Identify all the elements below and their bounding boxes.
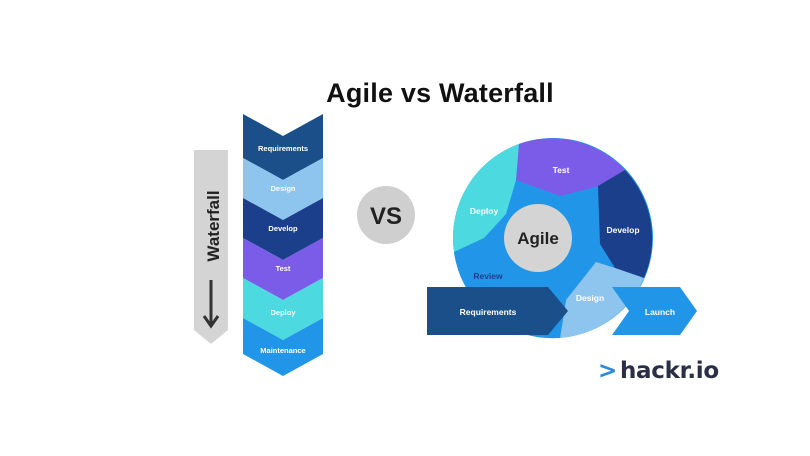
waterfall-step-label: Develop <box>268 224 298 233</box>
agile-segment-design <box>560 262 644 338</box>
page-title: Agile vs Waterfall <box>326 78 554 108</box>
agile-requirements-arrow: Requirements <box>427 287 568 335</box>
logo-name: hackr.io <box>619 358 719 384</box>
arrow-down-icon <box>202 280 220 329</box>
vs-badge: VS <box>357 186 415 244</box>
waterfall-step-label: Deploy <box>270 308 296 317</box>
agile-launch-label: Launch <box>645 307 675 317</box>
agile-segment-develop <box>598 170 653 278</box>
waterfall-steps: Requirements Design Develop Test Deploy … <box>243 114 323 376</box>
agile-launch-arrow: Launch <box>612 287 697 335</box>
hackr-logo: >hackr.io <box>598 358 719 384</box>
waterfall-step-label: Design <box>270 184 295 193</box>
agile-center-label: Agile <box>517 229 559 248</box>
waterfall-step-test <box>243 238 323 300</box>
waterfall-step-requirements <box>243 114 323 180</box>
waterfall-step-label: Requirements <box>258 144 308 153</box>
agile-segment-test <box>516 138 625 196</box>
vs-label: VS <box>370 203 402 230</box>
agile-cycle-label: Test <box>553 165 570 175</box>
waterfall-step-develop <box>243 198 323 260</box>
agile-cycle-label: Review <box>473 271 503 281</box>
agile-cycle-label: Develop <box>606 225 639 235</box>
waterfall-step-label: Test <box>276 264 291 273</box>
waterfall-side-label: Waterfall <box>204 190 223 261</box>
agile-center <box>504 204 572 272</box>
waterfall-step-label: Maintenance <box>260 346 305 355</box>
logo-prefix: > <box>598 358 617 384</box>
agile-cycle-label: Design <box>576 293 604 303</box>
waterfall-step-design <box>243 158 323 220</box>
waterfall-side-bar: Waterfall <box>194 150 228 344</box>
waterfall-side-bar-shape <box>194 150 228 344</box>
agile-segment-deploy <box>453 144 519 252</box>
agile-requirements-label: Requirements <box>460 307 517 317</box>
waterfall-step-deploy <box>243 278 323 340</box>
agile-cycle-label: Deploy <box>470 206 499 216</box>
waterfall-step-maintenance <box>243 318 323 376</box>
